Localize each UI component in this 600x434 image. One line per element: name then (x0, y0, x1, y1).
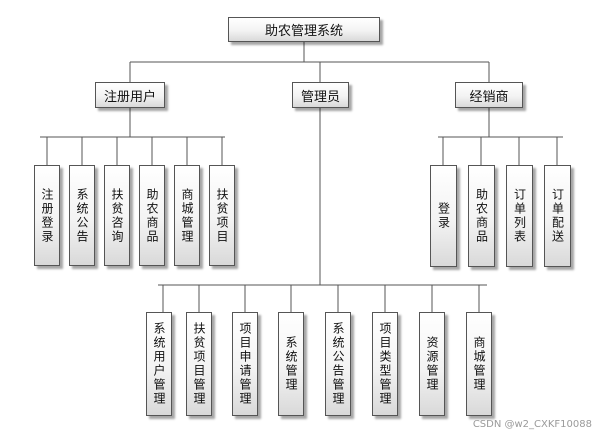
node-dealer-item: 登录 (430, 165, 457, 267)
node-user-item: 助农商品 (139, 165, 165, 266)
node-admin: 管理员 (292, 82, 349, 108)
node-user-item: 扶贫项目 (209, 165, 235, 266)
node-label: 扶贫咨询 (110, 187, 124, 244)
node-registered-user: 注册用户 (95, 82, 165, 108)
node-admin-item: 扶贫项目管理 (186, 312, 212, 416)
node-dealer-item: 订单列表 (506, 165, 533, 267)
node-label: 扶贫项目 (215, 187, 229, 244)
node-label: 扶贫项目管理 (192, 322, 206, 406)
node-label: 系统公告 (75, 187, 89, 244)
node-user-item: 商城管理 (174, 165, 200, 266)
node-label: 订单列表 (512, 188, 527, 244)
node-label: 订单配送 (550, 188, 565, 244)
node-label: 系统管理 (284, 336, 298, 392)
node-label: 项目类型管理 (378, 322, 392, 406)
node-label: 项目申请管理 (238, 322, 252, 406)
node-label: 系统用户管理 (152, 322, 166, 406)
node-dealer-item: 助农商品 (468, 165, 495, 267)
node-user-item: 注册登录 (34, 165, 60, 266)
node-label: 助农商品 (474, 188, 489, 244)
watermark: CSDN @w2_CXKF10088 (472, 419, 592, 430)
node-label: 资源管理 (425, 336, 439, 392)
node-admin-item: 资源管理 (419, 312, 445, 416)
node-admin-item: 项目申请管理 (232, 312, 258, 416)
node-admin-item: 系统用户管理 (146, 312, 172, 416)
node-admin-item: 项目类型管理 (372, 312, 398, 416)
node-label: 系统公告管理 (331, 322, 345, 406)
node-admin-item: 系统公告管理 (325, 312, 351, 416)
root-node: 助农管理系统 (228, 17, 380, 42)
node-admin-item: 系统管理 (278, 312, 304, 416)
node-dealer: 经销商 (455, 82, 523, 108)
node-label: 注册登录 (40, 187, 54, 244)
node-label: 商城管理 (472, 336, 486, 392)
node-label: 商城管理 (180, 187, 194, 244)
node-admin-item: 商城管理 (466, 312, 492, 416)
node-user-item: 系统公告 (69, 165, 95, 266)
node-label: 登录 (436, 202, 451, 230)
node-label: 助农商品 (145, 187, 159, 244)
node-user-item: 扶贫咨询 (104, 165, 130, 266)
node-dealer-item: 订单配送 (544, 165, 571, 267)
